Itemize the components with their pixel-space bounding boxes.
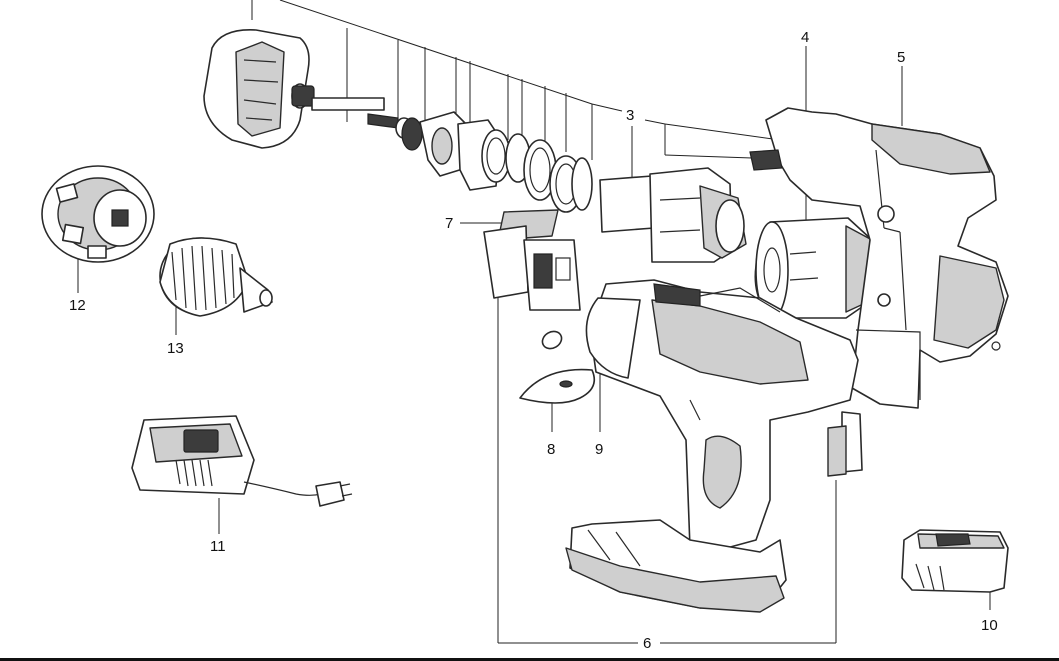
callout-11: 11 [210,538,226,555]
gear-train-parts [401,111,593,213]
battery-base [565,519,787,613]
callout-13: 13 [167,340,184,357]
torque-collar [41,165,155,263]
motor [754,217,873,319]
callout-9: 9 [595,441,603,458]
housing-half [749,107,1009,409]
clutch-housing [203,29,413,149]
callout-10: 10 [981,617,998,634]
callout-4: 4 [801,29,809,46]
gearbox [599,167,747,263]
callout-6: 6 [643,635,651,652]
drill-body-handle [585,279,859,553]
battery-pack [901,529,1009,593]
callout-labels: 3 4 5 6 7 8 9 10 11 12 13 [69,29,998,652]
cover-plate [519,368,596,404]
contact-block [827,411,863,477]
battery-charger [131,415,353,507]
callout-5: 5 [897,49,905,66]
callout-12: 12 [69,297,86,314]
callout-3: 3 [626,107,634,124]
callout-8: 8 [547,441,555,458]
bottom-border [0,658,1059,661]
trigger-switch [483,209,581,350]
drill-chuck [159,237,273,317]
callout-7: 7 [445,215,453,232]
